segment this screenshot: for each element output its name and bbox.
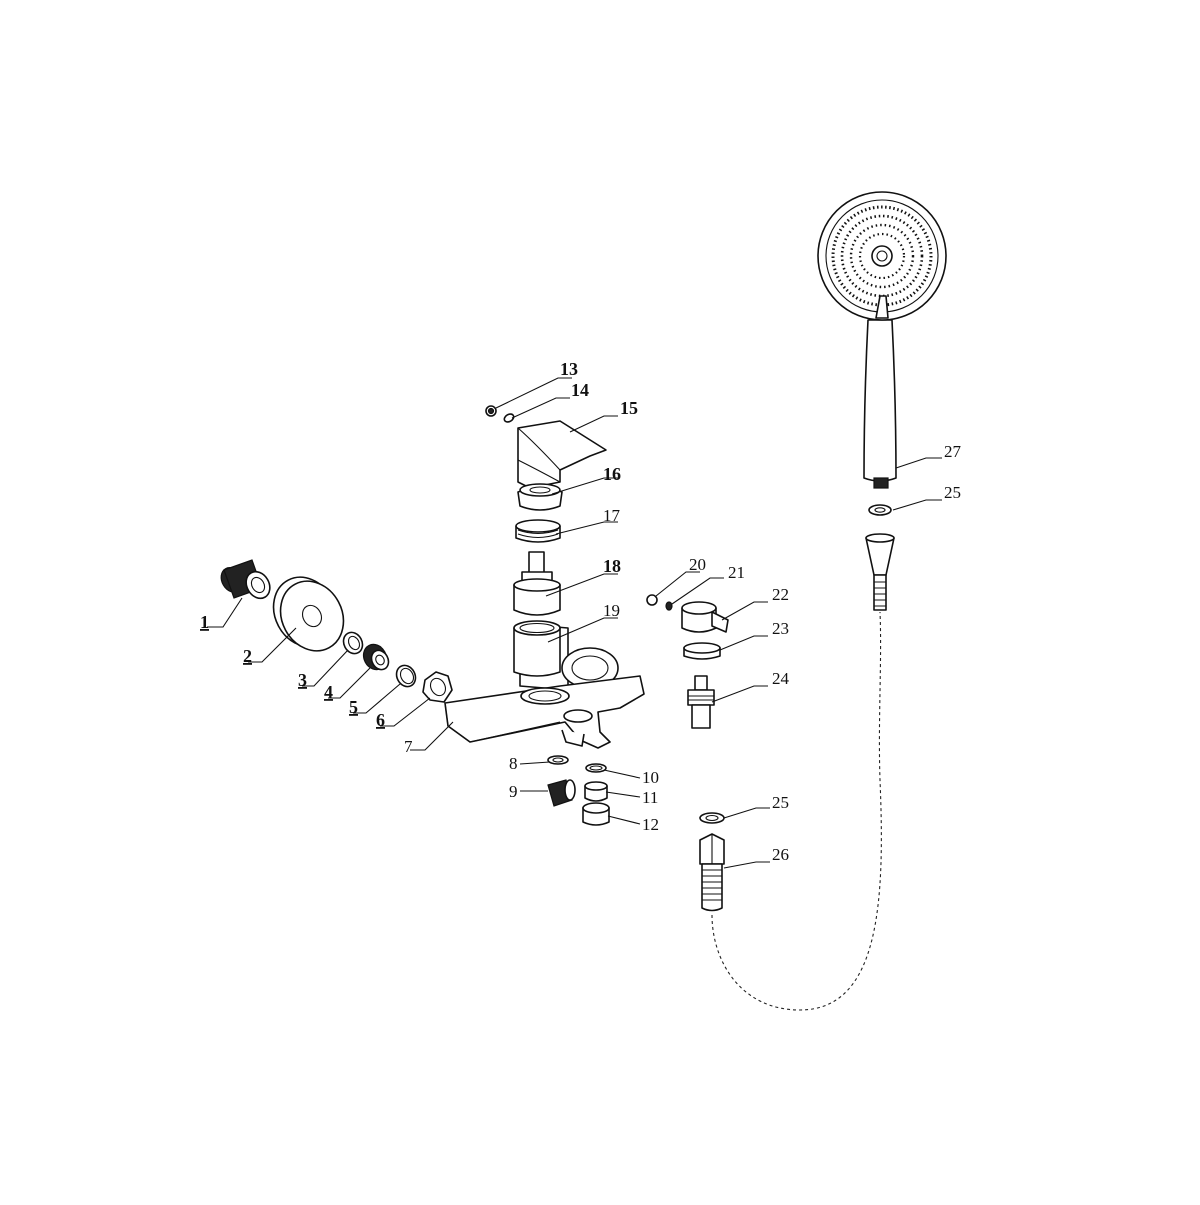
- label-part-3: 3: [298, 670, 307, 690]
- part-23-ring: [683, 642, 721, 660]
- label-part-15: 15: [620, 398, 638, 418]
- label-part-24: 24: [772, 669, 790, 688]
- label-part-16: 16: [603, 464, 621, 484]
- label-part-13: 13: [560, 359, 578, 379]
- part-2-escutcheon: [272, 576, 345, 652]
- label-part-17: 17: [603, 506, 621, 525]
- part-9-aerator-insert: [547, 779, 576, 807]
- label-part-9: 9: [509, 782, 518, 801]
- label-part-1: 1: [200, 612, 209, 632]
- label-part-25-lower: 25: [772, 793, 789, 812]
- label-part-26: 26: [772, 845, 789, 864]
- part-3-washer: [342, 631, 364, 655]
- label-part-23: 23: [772, 619, 789, 638]
- label-part-22: 22: [772, 585, 789, 604]
- label-part-14: 14: [571, 380, 589, 400]
- part-24-diverter-stem: [687, 675, 715, 729]
- label-part-27: 27: [944, 442, 962, 461]
- part-17-nut: [515, 519, 561, 543]
- part-4-nipple: [362, 643, 390, 671]
- part-1-connector: [220, 559, 271, 600]
- part-12-aerator-housing: [582, 802, 610, 826]
- part-14-plug: [503, 413, 515, 423]
- label-part-20: 20: [689, 555, 706, 574]
- part-5-oring: [395, 664, 417, 688]
- label-part-19: 19: [603, 601, 620, 620]
- part-27-hand-shower: [817, 191, 947, 489]
- part-16-cap: [517, 483, 563, 511]
- part-8-washer: [547, 755, 569, 765]
- label-part-5: 5: [349, 697, 358, 717]
- label-part-10: 10: [642, 768, 659, 787]
- part-26-hose-nut: [699, 833, 725, 912]
- part-22-diverter-knob: [681, 601, 729, 633]
- label-part-18: 18: [603, 556, 621, 576]
- part-25-washer-lower: [699, 812, 725, 824]
- part-18-cartridge: [513, 551, 561, 616]
- label-part-2: 2: [243, 646, 252, 666]
- part-6-nut: [422, 671, 453, 703]
- part-13-screw: [485, 405, 497, 417]
- part-10-washer: [585, 763, 607, 773]
- part-21-screw: [665, 601, 673, 611]
- label-part-6: 6: [376, 710, 385, 730]
- part-25-washer-upper: [868, 504, 892, 516]
- label-part-4: 4: [324, 682, 333, 702]
- part-19-sleeve: [513, 620, 561, 677]
- part-labels: 1 2 3 4 5 6 7 8 9 10 11 12 13 14 15 16 1…: [200, 359, 962, 864]
- hose-cone-connector: [865, 533, 895, 611]
- label-part-8: 8: [509, 754, 518, 773]
- label-part-7: 7: [404, 737, 413, 756]
- label-part-11: 11: [642, 788, 658, 807]
- leader-lines: [207, 377, 942, 869]
- label-part-25-upper: 25: [944, 483, 961, 502]
- label-part-21: 21: [728, 563, 745, 582]
- part-20-cap: [646, 594, 658, 606]
- label-part-12: 12: [642, 815, 659, 834]
- part-11-ring: [584, 781, 608, 802]
- shower-hose: [711, 611, 882, 1011]
- part-15-handle: [517, 420, 607, 489]
